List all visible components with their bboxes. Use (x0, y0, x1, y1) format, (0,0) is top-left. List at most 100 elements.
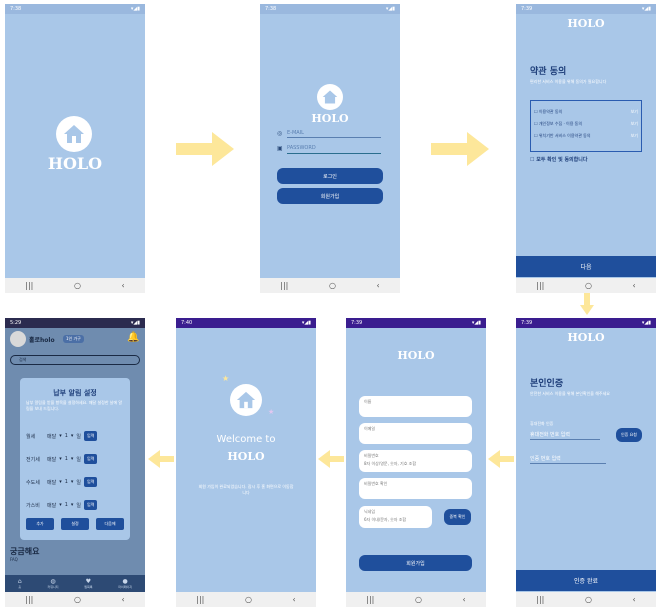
recents-icon[interactable]: ||| (536, 595, 545, 604)
search-input[interactable]: 검색 (10, 355, 140, 365)
avatar[interactable] (10, 331, 26, 347)
tab-home[interactable]: ⌂홈 (18, 578, 22, 589)
chevron-down-icon[interactable]: ▾ (70, 502, 74, 508)
user-tag-badge: 1인 가구 (63, 335, 84, 343)
verify-done-button[interactable]: 인증 완료 (516, 570, 656, 591)
terms-item[interactable]: ☐ 이용약관 동의 보기 (534, 109, 638, 115)
day-unit: 일 (76, 502, 82, 509)
person-tab-icon: ● (122, 578, 128, 585)
alarm-input-button[interactable]: 입력 (84, 454, 98, 464)
day-select[interactable]: 1 (64, 433, 68, 439)
back-icon[interactable]: ‹ (462, 595, 466, 604)
checkbox-icon[interactable]: ☐ (534, 133, 538, 138)
arrow-left-icon (488, 450, 514, 468)
home-icon[interactable]: ○ (584, 281, 592, 290)
chevron-down-icon[interactable]: ▾ (59, 502, 62, 508)
home-icon[interactable]: ○ (73, 281, 81, 290)
field-label: 비밀번호 (364, 453, 379, 458)
tab-favorites[interactable]: ♥찜목록 (84, 578, 92, 589)
terms-item-label: 이용약관 동의 (538, 109, 563, 114)
home-icon[interactable]: ○ (73, 595, 81, 604)
duplicate-check-button[interactable]: 중복 확인 (444, 509, 471, 525)
password-input[interactable]: PASSWORD (287, 145, 381, 154)
alarm-input-button[interactable]: 입력 (84, 431, 98, 441)
recents-icon[interactable]: ||| (280, 281, 289, 290)
system-nav-bar: ||| ○ ‹ (516, 278, 656, 293)
chevron-down-icon[interactable]: ▾ (59, 456, 62, 462)
payment-alarm-dialog: 납부 알림 설정 납부 알림을 받을 항목을 설정하세요. 매달 설정한 날에 … (20, 378, 130, 540)
home-icon[interactable]: ○ (414, 595, 422, 604)
signup-button[interactable]: 회원가입 (277, 188, 383, 204)
terms-view-link[interactable]: 보기 (630, 133, 638, 138)
tab-community[interactable]: ◍커뮤니티 (47, 578, 58, 589)
name-field[interactable]: 이름 (359, 396, 472, 417)
recents-icon[interactable]: ||| (196, 595, 205, 604)
field-placeholder: 8자 이상/영문, 숫자, 기호 조합 (364, 461, 417, 466)
agree-all-checkbox[interactable]: ☐ 모두 확인 및 동의합니다 (530, 156, 587, 163)
terms-box: ☐ 이용약관 동의 보기 ☐ 개인정보 수집 · 이용 동의 보기 ☐ 위치기반… (530, 100, 642, 152)
save-settings-button[interactable]: 설정 (61, 518, 89, 530)
request-code-button[interactable]: 인증 요청 (616, 428, 642, 442)
terms-item[interactable]: ☐ 개인정보 수집 · 이용 동의 보기 (534, 121, 638, 127)
back-icon[interactable]: ‹ (632, 595, 636, 604)
terms-view-link[interactable]: 보기 (630, 109, 638, 114)
alarm-input-button[interactable]: 입력 (84, 477, 98, 487)
home-icon[interactable]: ○ (328, 281, 336, 290)
add-button[interactable]: 추가 (26, 518, 54, 530)
back-icon[interactable]: ‹ (376, 281, 380, 290)
house-logo-icon (56, 116, 92, 152)
login-button[interactable]: 로그인 (277, 168, 383, 184)
checkbox-icon[interactable]: ☐ (530, 157, 535, 163)
chevron-down-icon[interactable]: ▾ (59, 433, 62, 439)
day-select[interactable]: 1 (64, 502, 68, 508)
bell-icon[interactable]: 🔔 (127, 332, 140, 343)
back-icon[interactable]: ‹ (632, 281, 636, 290)
period-select[interactable]: 매달 (47, 456, 57, 463)
recents-icon[interactable]: ||| (25, 281, 34, 290)
code-input[interactable]: 인증 번호 입력 (530, 455, 606, 464)
checkbox-icon[interactable]: ☐ (534, 121, 538, 126)
home-icon[interactable]: ○ (584, 595, 592, 604)
recents-icon[interactable]: ||| (536, 281, 545, 290)
day-select[interactable]: 1 (64, 479, 68, 485)
email-field[interactable]: 이메일 (359, 423, 472, 444)
tab-mypage[interactable]: ●마이페이지 (118, 578, 132, 589)
chevron-down-icon[interactable]: ▾ (59, 479, 62, 485)
period-select[interactable]: 매달 (47, 433, 57, 440)
register-submit-button[interactable]: 회원가입 (359, 555, 472, 571)
password-confirm-field[interactable]: 비밀번호 확인 (359, 478, 472, 499)
heart-tab-icon: ♥ (85, 578, 92, 585)
system-nav-bar: ||| ○ ‹ (176, 592, 316, 607)
next-button[interactable]: 다음 (516, 256, 656, 277)
status-bar: 7:38 ▾◢▮ (5, 4, 145, 14)
home-icon[interactable]: ○ (244, 595, 252, 604)
recents-icon[interactable]: ||| (25, 595, 34, 604)
terms-item[interactable]: ☐ 위치기반 서비스 이용약관 동의 보기 (534, 133, 638, 139)
nickname-field[interactable]: 닉네임 6자 이내/문자, 숫자 조합 (359, 506, 432, 528)
chevron-down-icon[interactable]: ▾ (70, 456, 74, 462)
later-button[interactable]: 다음에 (96, 518, 124, 530)
agree-all-label: 모두 확인 및 동의합니다 (536, 157, 588, 163)
back-icon[interactable]: ‹ (121, 595, 125, 604)
status-bar: 7:40 ▾◢▮ (176, 318, 316, 328)
recents-icon[interactable]: ||| (366, 595, 375, 604)
checkbox-icon[interactable]: ☐ (534, 109, 538, 114)
back-icon[interactable]: ‹ (292, 595, 296, 604)
welcome-screen: 7:40 ▾◢▮ ★ ★ Welcome to HOLO 회원 가입이 완료되었… (176, 318, 316, 607)
chevron-down-icon[interactable]: ▾ (70, 433, 74, 439)
alarm-input-button[interactable]: 입력 (84, 500, 98, 510)
back-icon[interactable]: ‹ (121, 281, 125, 290)
status-icons: ▾◢▮ (385, 6, 395, 12)
day-select[interactable]: 1 (64, 456, 68, 462)
field-label: 이메일 (364, 426, 376, 431)
welcome-line-2: HOLO (227, 450, 265, 463)
email-input[interactable]: E-MAIL (287, 130, 381, 138)
status-bar: 5:29 ▾◢▮ (5, 318, 145, 328)
period-select[interactable]: 매달 (47, 479, 57, 486)
password-field[interactable]: 비밀번호 8자 이상/영문, 숫자, 기호 조합 (359, 450, 472, 472)
field-label: 닉네임 (364, 509, 376, 514)
terms-view-link[interactable]: 보기 (630, 121, 638, 126)
phone-input[interactable]: 휴대전화 번호 입력 (530, 431, 600, 440)
period-select[interactable]: 매달 (47, 502, 57, 509)
chevron-down-icon[interactable]: ▾ (70, 479, 74, 485)
